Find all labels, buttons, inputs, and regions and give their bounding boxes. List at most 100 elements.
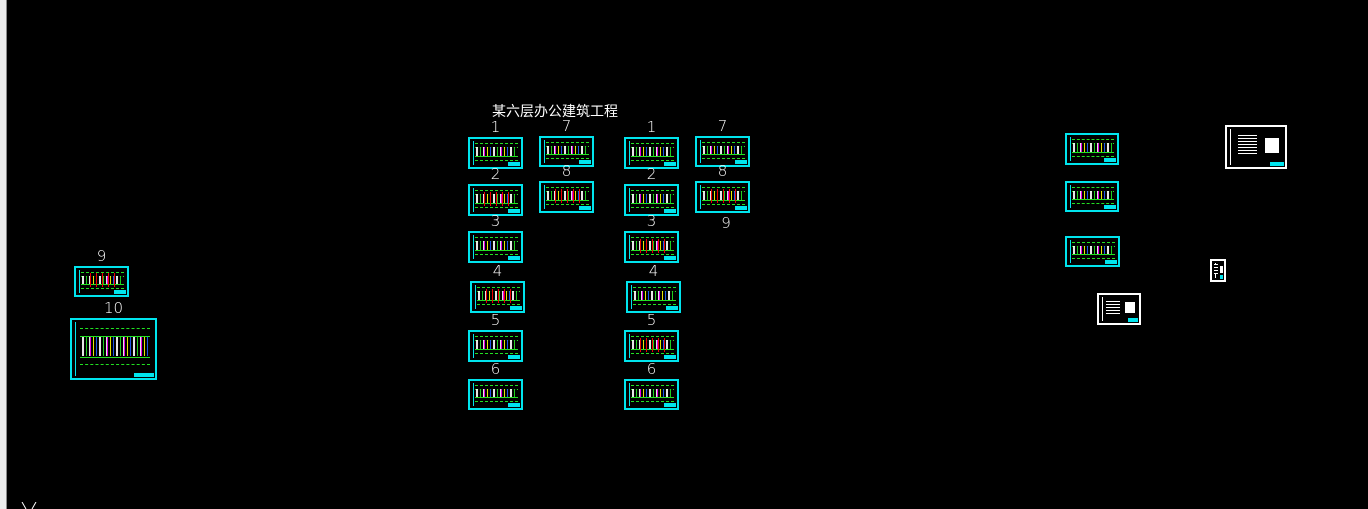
drawing-title: 某六层办公建筑工程 — [492, 104, 618, 120]
drawing-sheet-column_c-4[interactable] — [624, 330, 679, 362]
title-block — [665, 306, 678, 310]
sheet-number-label: 2 — [490, 165, 501, 183]
title-block — [1220, 275, 1223, 279]
floor-plan-drawing — [631, 335, 674, 354]
sheet-frame — [700, 185, 746, 209]
drawing-sheet-column_b-1[interactable] — [539, 181, 594, 213]
title-block — [1128, 318, 1138, 322]
drawing-sheet-right_group-4[interactable] — [1225, 125, 1287, 169]
title-block — [1104, 260, 1117, 264]
drawing-sheet-right_group-1[interactable] — [1065, 181, 1119, 212]
floor-plan-drawing — [475, 335, 518, 354]
sheet-number-label: 9 — [96, 247, 107, 265]
floor-plan-drawing — [475, 384, 518, 403]
drawing-sheet-column_c-3[interactable] — [626, 281, 681, 313]
floor-plan-drawing — [475, 189, 518, 208]
drawing-sheet-column_c-2[interactable] — [624, 231, 679, 263]
title-block — [507, 209, 520, 213]
title-block — [507, 162, 520, 166]
floor-plan-drawing — [702, 186, 745, 205]
drawing-sheet-column_b-0[interactable] — [539, 136, 594, 167]
drawing-sheet-column_a-3[interactable] — [470, 281, 525, 313]
sheet-frame — [473, 383, 519, 406]
sheet-number-label: 8 — [561, 162, 572, 180]
drawing-sheet-column_a-0[interactable] — [468, 137, 523, 169]
drawing-sheet-column_a-5[interactable] — [468, 379, 523, 410]
sheet-frame — [475, 285, 521, 309]
title-block — [134, 373, 154, 377]
sheet-frame — [544, 140, 590, 163]
title-block — [113, 290, 126, 294]
sheet-number-label: 5 — [646, 311, 657, 329]
title-block — [663, 209, 676, 213]
floor-plan-drawing — [475, 236, 518, 255]
floor-plan-drawing — [1213, 264, 1223, 276]
drawing-sheet-right_group-2[interactable] — [1065, 236, 1120, 267]
drawing-sheet-left_group-1[interactable] — [70, 318, 157, 380]
title-block — [1104, 205, 1116, 209]
sheet-number-label: 5 — [490, 311, 501, 329]
sheet-number-label: 10 — [103, 299, 124, 317]
sheet-number-label: 3 — [490, 212, 501, 230]
title-block — [1270, 162, 1284, 166]
floor-plan-drawing — [633, 286, 676, 305]
floor-plan-drawing — [631, 236, 674, 255]
floor-plan-drawing — [475, 142, 518, 161]
sheet-frame — [473, 188, 519, 212]
title-block — [1104, 158, 1116, 162]
sheet-frame — [1102, 297, 1137, 321]
title-block — [507, 256, 520, 260]
drawing-sheet-column_a-2[interactable] — [468, 231, 523, 263]
sheet-frame — [1070, 185, 1115, 208]
sheet-number-label: 9 — [721, 214, 731, 232]
drawing-sheet-left_group-0[interactable] — [74, 266, 129, 297]
title-block — [663, 403, 676, 407]
drawing-sheet-column_d-0[interactable] — [695, 136, 750, 167]
sheet-frame — [473, 334, 519, 358]
sheet-frame — [629, 141, 675, 165]
floor-plan-drawing — [631, 384, 674, 403]
sheet-number-label: 4 — [648, 262, 659, 280]
sheet-number-label: 8 — [717, 162, 728, 180]
panel-divider — [6, 0, 7, 509]
drawing-sheet-column_c-5[interactable] — [624, 379, 679, 410]
floor-plan-drawing — [477, 286, 520, 305]
drawing-sheet-column_c-0[interactable] — [624, 137, 679, 169]
title-block — [507, 355, 520, 359]
sheet-frame — [1070, 240, 1116, 263]
floor-plan-drawing — [81, 271, 124, 290]
title-block — [663, 162, 676, 166]
drawing-sheet-column_d-1[interactable] — [695, 181, 750, 213]
floor-plan-drawing — [1072, 241, 1115, 260]
left-panel-edge — [0, 0, 6, 509]
sheet-number-label: 6 — [490, 360, 501, 378]
floor-plan-drawing — [1072, 138, 1114, 157]
drawing-sheet-right_group-3[interactable] — [1097, 293, 1141, 325]
drawing-sheet-right_group-0[interactable] — [1065, 133, 1119, 165]
sheet-frame — [1070, 137, 1115, 161]
drawing-sheet-column_c-1[interactable] — [624, 184, 679, 216]
sheet-frame — [631, 285, 677, 309]
title-block — [734, 160, 747, 164]
title-block — [578, 160, 591, 164]
drawing-sheet-column_a-1[interactable] — [468, 184, 523, 216]
floor-plan-drawing — [1072, 186, 1114, 205]
floor-plan-drawing — [1233, 133, 1282, 159]
sheet-number-label: 3 — [646, 212, 657, 230]
sheet-number-label: 2 — [646, 165, 657, 183]
sheet-frame — [700, 140, 746, 163]
floor-plan-drawing — [546, 141, 589, 160]
floor-plan-drawing — [702, 141, 745, 160]
sheet-number-label: 1 — [646, 118, 657, 136]
sheet-frame — [629, 235, 675, 259]
title-block — [663, 355, 676, 359]
title-block — [509, 306, 522, 310]
sheet-frame — [1230, 129, 1283, 165]
sheet-number-label: 4 — [492, 262, 503, 280]
sheet-number-label: 7 — [561, 117, 572, 135]
drawing-sheet-right_group-5[interactable] — [1210, 259, 1226, 282]
sheet-number-label: 6 — [646, 360, 657, 378]
title-block — [734, 206, 747, 210]
model-space-canvas[interactable] — [7, 0, 1368, 509]
drawing-sheet-column_a-4[interactable] — [468, 330, 523, 362]
